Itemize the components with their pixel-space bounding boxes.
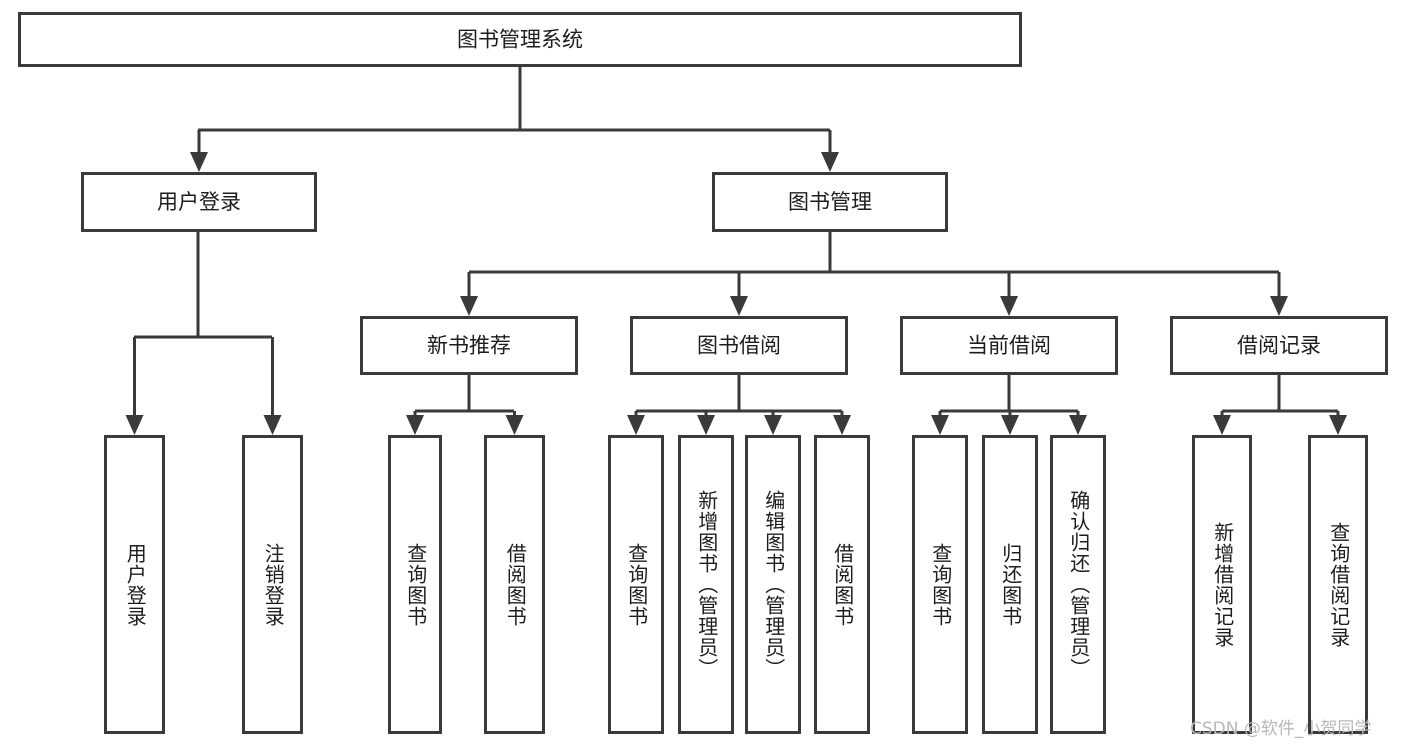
arrow-head bbox=[1000, 296, 1018, 316]
boxes-layer bbox=[18, 12, 1388, 734]
node-box-leaf-query-record[interactable] bbox=[1308, 435, 1368, 734]
node-box-borrow-record[interactable] bbox=[1170, 316, 1388, 375]
connector-current-borrow bbox=[931, 375, 1087, 435]
arrow-head bbox=[1001, 415, 1019, 435]
arrow-head bbox=[764, 415, 782, 435]
arrow-head bbox=[730, 296, 748, 316]
node-box-leaf-query-book-1[interactable] bbox=[388, 435, 442, 734]
connector-root bbox=[190, 67, 839, 172]
node-box-leaf-borrow-book-1[interactable] bbox=[484, 435, 545, 734]
arrow-head bbox=[263, 415, 282, 435]
arrow-head bbox=[460, 296, 478, 316]
node-label-book-management: 图书管理 bbox=[788, 190, 872, 214]
arrow-head bbox=[406, 415, 424, 435]
node-box-leaf-borrow-book-2[interactable] bbox=[814, 435, 870, 734]
csdn-watermark: CSDN @软件_小贺同学 bbox=[1190, 719, 1372, 739]
node-label-current-borrow: 当前借阅 bbox=[967, 334, 1051, 358]
arrow-head bbox=[1213, 415, 1231, 435]
connector-new-book-recommend bbox=[406, 375, 524, 435]
node-label-root: 图书管理系统 bbox=[457, 28, 583, 52]
arrow-head bbox=[505, 415, 524, 435]
node-box-book-management[interactable] bbox=[712, 172, 948, 232]
arrow-head bbox=[190, 152, 208, 172]
edges-layer bbox=[125, 67, 1347, 435]
node-box-current-borrow[interactable] bbox=[900, 316, 1118, 375]
node-label-user-login: 用户登录 bbox=[157, 190, 241, 214]
connector-user-login bbox=[125, 232, 282, 435]
node-box-leaf-add-record[interactable] bbox=[1192, 435, 1252, 734]
connector-book-management bbox=[460, 232, 1288, 316]
arrow-head bbox=[833, 415, 851, 435]
node-box-leaf-return-book[interactable] bbox=[982, 435, 1038, 734]
node-box-leaf-edit-book[interactable] bbox=[745, 435, 801, 734]
connector-borrow-record bbox=[1213, 375, 1347, 435]
arrow-head bbox=[1329, 415, 1347, 435]
node-label-new-book-recommend: 新书推荐 bbox=[427, 334, 511, 358]
node-box-root[interactable] bbox=[18, 12, 1022, 67]
node-label-borrow-record: 借阅记录 bbox=[1237, 334, 1321, 358]
arrow-head bbox=[1270, 296, 1288, 316]
node-box-new-book-recommend[interactable] bbox=[360, 316, 578, 375]
node-box-book-borrow[interactable] bbox=[630, 316, 848, 375]
node-box-leaf-logout[interactable] bbox=[242, 435, 303, 734]
arrow-head bbox=[125, 415, 144, 435]
node-box-user-login[interactable] bbox=[81, 172, 317, 232]
connector-book-borrow bbox=[627, 375, 851, 435]
node-box-leaf-query-book-3[interactable] bbox=[912, 435, 968, 734]
node-box-leaf-confirm-return[interactable] bbox=[1050, 435, 1106, 734]
arrow-head bbox=[1069, 415, 1087, 435]
arrow-head bbox=[821, 152, 839, 172]
node-box-leaf-user-login[interactable] bbox=[104, 435, 165, 734]
node-box-leaf-query-book-2[interactable] bbox=[608, 435, 664, 734]
arrow-head bbox=[931, 415, 949, 435]
arrow-head bbox=[697, 415, 715, 435]
node-box-leaf-add-book[interactable] bbox=[678, 435, 734, 734]
node-label-book-borrow: 图书借阅 bbox=[697, 334, 781, 358]
arrow-head bbox=[627, 415, 645, 435]
